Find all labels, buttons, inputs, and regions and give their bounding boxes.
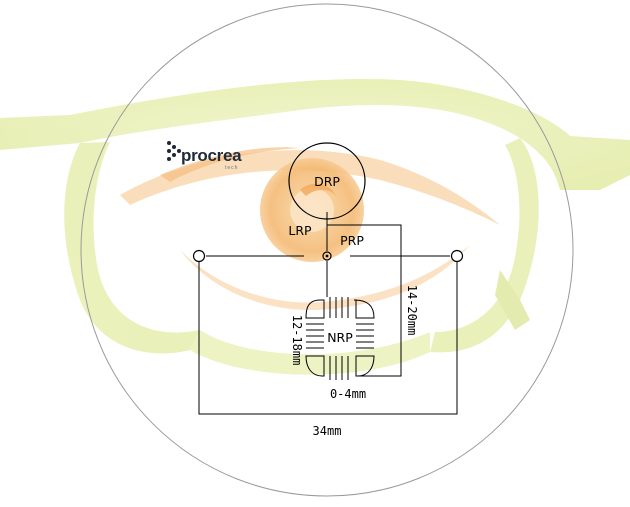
iris-crease <box>300 183 336 196</box>
bracket-14-20 <box>327 224 402 377</box>
zone-labels: DRP LRP PRP NRP <box>288 174 364 345</box>
eye-sketch <box>120 147 500 311</box>
drp-circle <box>288 142 366 220</box>
nrp-corner-br <box>355 355 375 377</box>
nrp-right-lines <box>356 323 374 349</box>
nrp-zone <box>305 297 375 380</box>
frame-bottom-rim <box>190 330 430 375</box>
dim-14-20mm: 14-20mm <box>405 285 419 336</box>
bracket-34mm <box>198 262 458 415</box>
nrp-top-lines <box>329 297 349 318</box>
eye-lower-lid <box>180 245 470 311</box>
eye-upper-lid <box>120 150 500 225</box>
procrea-logo-mark-icon <box>167 141 181 161</box>
nrp-corner-tl <box>305 299 325 319</box>
prp-label: PRP <box>340 233 364 248</box>
eyeglass-frame <box>0 78 630 375</box>
dim-34mm: 34mm <box>313 424 342 438</box>
fitting-point-left <box>192 249 206 263</box>
fitting-point-right <box>450 249 464 263</box>
dim-12-18mm: 12-18mm <box>290 315 304 366</box>
nrp-label: NRP <box>327 330 353 345</box>
nrp-left-lines <box>306 323 324 349</box>
prism-reference-point <box>322 251 332 261</box>
dim-0-4mm: 0-4mm <box>330 387 366 401</box>
nrp-corner-bl <box>305 355 325 377</box>
frame-left-rim <box>64 142 200 354</box>
drp-label: DRP <box>314 174 340 189</box>
lens-outline <box>80 3 574 497</box>
prism-reference-dot <box>325 254 329 258</box>
nrp-bottom-lines <box>329 356 349 380</box>
dimension-labels: 34mm 0-4mm 14-20mm 12-18mm <box>290 285 419 438</box>
lrp-label: LRP <box>288 223 312 238</box>
nrp-corner-tr <box>353 299 375 319</box>
pupil-highlight <box>290 188 334 232</box>
procrea-logo: procrea tech <box>166 140 256 174</box>
brand-sub: tech <box>225 165 239 171</box>
brand-name: procrea <box>181 146 242 165</box>
eyebrow-stroke <box>160 147 300 182</box>
frame-top-bar <box>0 78 630 190</box>
frame-nose-pad <box>495 270 530 330</box>
